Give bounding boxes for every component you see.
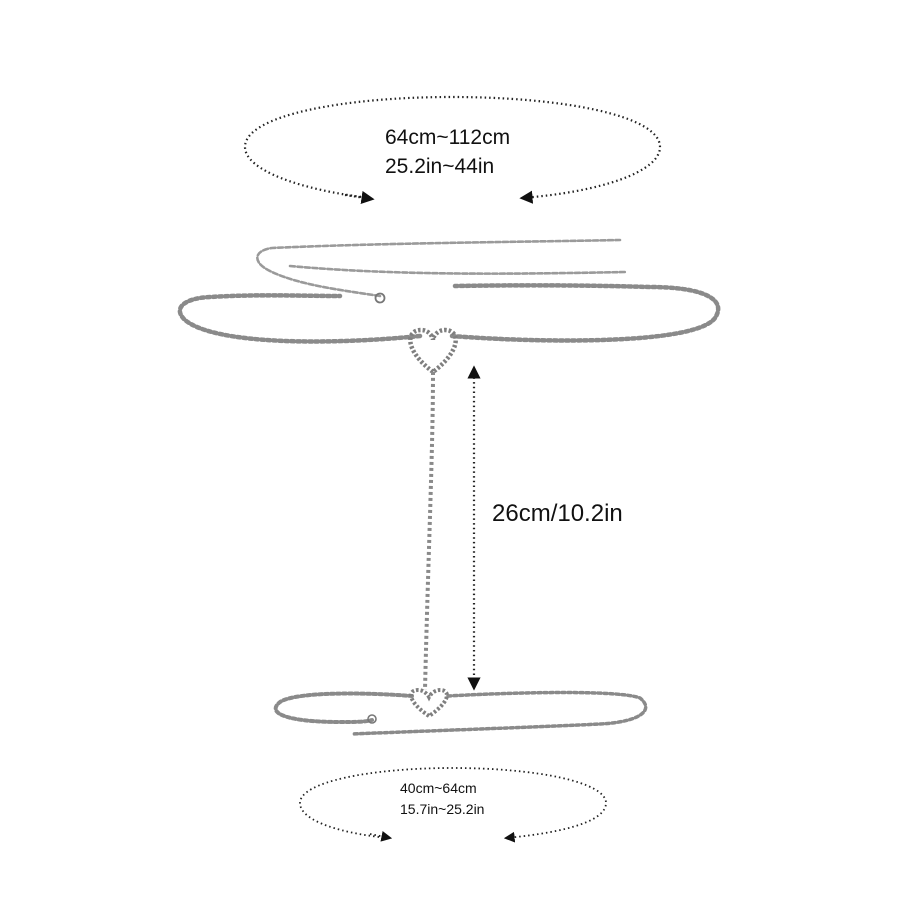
waist-size-cm: 64cm~112cm	[385, 126, 511, 149]
thigh-size-in: 15.7in~25.2in	[400, 801, 485, 817]
heart-pendant-icon	[408, 327, 458, 375]
drop-chain	[423, 371, 435, 691]
heart-pendant-icon	[409, 687, 449, 719]
waist-measure-loop	[243, 95, 662, 204]
thigh-rhinestone-chain	[273, 690, 648, 736]
thigh-size-cm: 40cm~64cm	[400, 780, 477, 796]
waist-size-in: 25.2in~44in	[385, 155, 495, 178]
drop-length-label: 26cm/10.2in	[492, 500, 623, 527]
lobster-clasp-icon	[374, 292, 386, 304]
curved-arrow-icon	[299, 767, 607, 843]
waist-rhinestone-chain	[177, 283, 721, 344]
extension-chain	[256, 238, 627, 298]
lobster-clasp-icon	[367, 714, 377, 724]
